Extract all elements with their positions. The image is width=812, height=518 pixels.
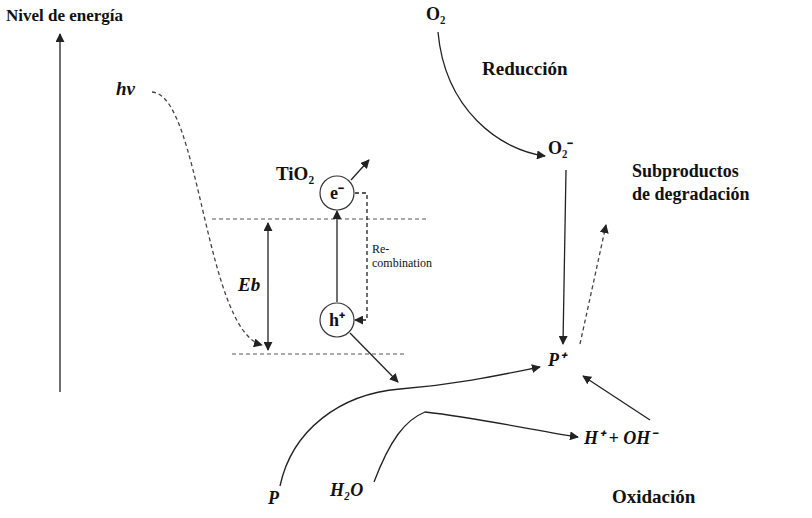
label-holder: Reducción: [482, 58, 568, 80]
band-gap-label: Eb: [238, 274, 260, 296]
label-holder: P: [268, 488, 279, 509]
node-label: TiO₂: [276, 164, 314, 183]
species-label: O₂: [426, 4, 445, 25]
species-label: P: [268, 488, 279, 509]
label-holder: Re- combination: [372, 243, 438, 271]
label-holder: H⁺ + OH⁻: [584, 428, 656, 449]
photon-path: [152, 92, 262, 345]
oxygen-path: [438, 32, 545, 156]
axis-label: Nivel de energía: [6, 6, 123, 26]
label-holder: Eb: [238, 274, 260, 296]
species-label: P⁺: [548, 350, 565, 371]
node-label: h⁺: [329, 311, 345, 329]
water-path: [374, 412, 578, 482]
hole-escape: [350, 333, 398, 382]
product-label: Subproductos de degradación: [632, 160, 757, 205]
label-holder: Nivel de energía: [6, 6, 123, 26]
charge-carrier: e⁻: [319, 175, 355, 211]
label-holder: O₂: [426, 4, 445, 25]
species-label: H₂O: [330, 480, 363, 501]
band-gap-arrow: [267, 223, 268, 350]
pollutant-path: [280, 367, 540, 486]
particle-outline: [198, 150, 440, 392]
conduction-band: [212, 219, 427, 220]
label-holder: P⁺: [548, 350, 565, 371]
electron-escape: [351, 160, 369, 180]
species-label: H⁺ + OH⁻: [584, 428, 656, 449]
valence-band: [232, 354, 406, 355]
label-holder: Oxidación: [612, 486, 695, 508]
process-label: Reducción: [482, 58, 568, 80]
process-label: Oxidación: [612, 486, 695, 508]
edge-label: Re- combination: [372, 243, 438, 271]
tio2-particle: TiO₂ e⁻ h⁺: [198, 150, 440, 392]
label-holder: Subproductos de degradación: [632, 160, 757, 205]
label-holder: H₂O: [330, 480, 363, 501]
photon-label: hv: [116, 78, 135, 100]
superoxide-arrow: [563, 170, 566, 344]
hydroxyl-arrow: [583, 376, 650, 420]
recombination-arrow: [355, 193, 367, 320]
excitation-arrow: [336, 211, 337, 302]
energy-axis: [59, 34, 60, 392]
node-label: e⁻: [330, 184, 344, 202]
byproduct-arrow: [580, 225, 606, 344]
label-holder: O₂⁻: [548, 138, 573, 159]
charge-carrier: h⁺: [319, 302, 355, 338]
label-holder: hv: [116, 78, 135, 100]
species-label: O₂⁻: [548, 138, 573, 159]
